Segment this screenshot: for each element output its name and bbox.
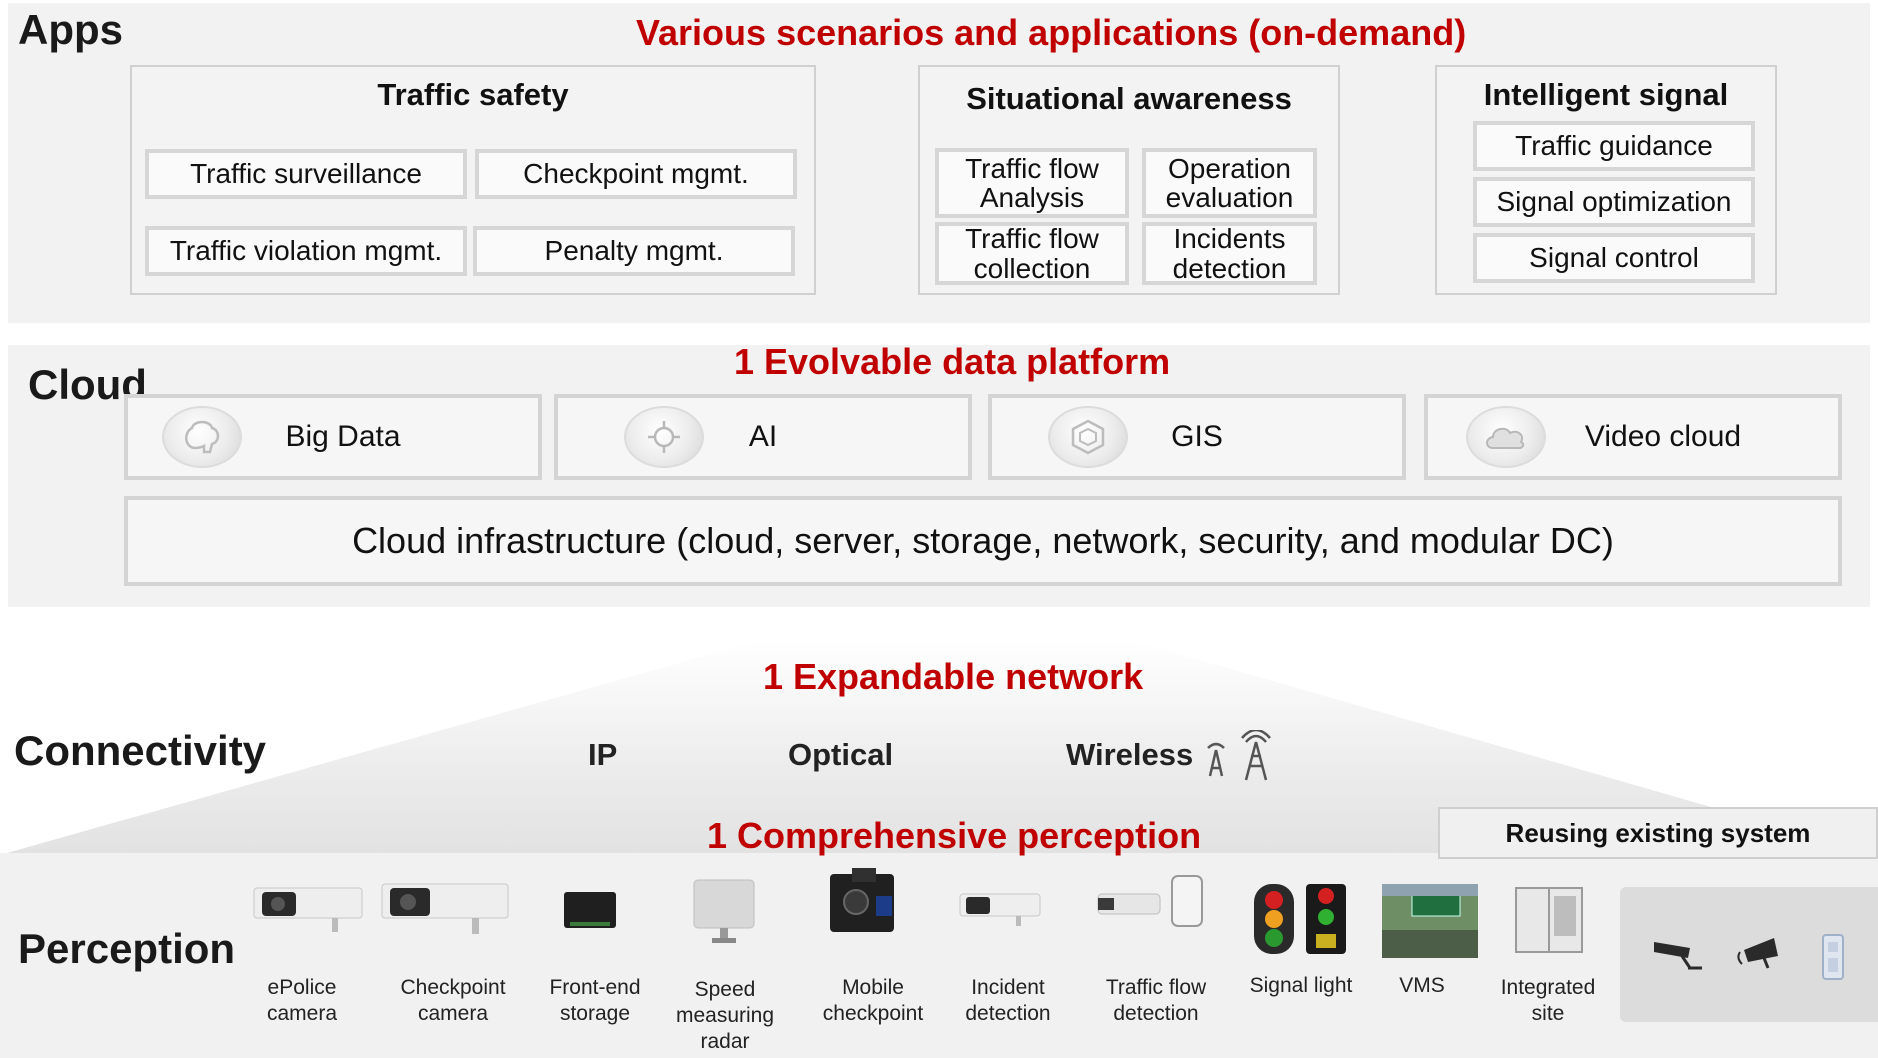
device-radar-line3: radar [700,1030,750,1053]
connectivity-optical-label: Optical [788,737,894,772]
reusing-existing-system-tab: Reusing existing system [1438,807,1878,859]
device-storage-line2: storage [559,1002,631,1025]
signal-control-item: Signal control [1473,233,1755,283]
antenna-tower-icon [1207,730,1271,781]
device-site-line1: Integrated [1500,976,1596,999]
operation-evaluation-line1: Operation [1168,152,1291,184]
checkpoint-mgmt-item: Checkpoint mgmt. [475,149,797,199]
connectivity-ip-label: IP [588,737,618,772]
speed-camera-icon [1737,938,1778,969]
cloud-headline: 1 Evolvable data platform [734,341,1171,382]
connectivity-wireless-label: Wireless [1066,737,1194,772]
reusing-existing-system-label: Reusing existing system [1505,817,1811,848]
connectivity-headline: 1 Expandable network [763,656,1144,697]
incidents-detection-line1: Incidents [1173,223,1286,255]
signal-optimization-item: Signal optimization [1473,177,1755,227]
signal-light-icon [1254,884,1346,954]
device-label-front-end-storage: Front-end storage [525,975,665,1027]
device-label-traffic-flow-detection: Traffic flow detection [1081,975,1231,1027]
device-label-vms: VMS [1362,973,1482,999]
brain-icon [162,406,242,468]
device-incident-line1: Incident [971,976,1045,999]
device-radar-line1: Speed [694,978,756,1001]
integrated-site-icon [1515,887,1583,953]
device-mobile-line1: Mobile [842,976,904,999]
gis-box: GIS [988,394,1406,480]
big-data-label: Big Data [285,420,401,453]
ai-chip-icon [624,406,704,468]
ai-box: AI [554,394,972,480]
device-storage-line1: Front-end [549,976,641,999]
device-vms-line1: VMS [1399,974,1445,997]
situational-awareness-title: Situational awareness [966,81,1292,116]
apps-layer-title: Apps [18,6,123,53]
video-cloud-label: Video cloud [1584,420,1742,453]
traffic-flow-detector-icon [1097,875,1203,927]
gis-label: GIS [1171,420,1223,453]
traffic-guidance-item: Traffic guidance [1473,121,1755,171]
traffic-safety-title: Traffic safety [377,77,569,112]
connectivity-layer-title: Connectivity [14,727,267,774]
device-flow-line2: detection [1113,1002,1199,1025]
ai-label: AI [748,420,778,453]
video-cloud-box: Video cloud [1424,394,1842,480]
big-data-box: Big Data [124,394,542,480]
device-mobile-line2: checkpoint [822,1002,924,1025]
cloud-infrastructure-box: Cloud infrastructure (cloud, server, sto… [124,496,1842,586]
device-label-incident-detection: Incident detection [938,975,1078,1027]
intelligent-signal-title: Intelligent signal [1483,77,1729,112]
device-checkpoint-line2: camera [417,1002,489,1025]
apps-headline: Various scenarios and applications (on-d… [636,12,1467,53]
vms-board-icon [1382,884,1478,958]
operation-evaluation-line2: evaluation [1165,182,1294,213]
device-label-checkpoint-camera: Checkpoint camera [383,975,523,1027]
checkpoint-camera-icon [381,883,509,934]
speed-radar-icon [693,879,755,943]
device-site-line2: site [1531,1002,1565,1025]
device-checkpoint-line1: Checkpoint [400,976,506,999]
traffic-flow-analysis-line1: Traffic flow [965,152,1099,184]
cloud-infrastructure-label: Cloud infrastructure (cloud, server, sto… [352,520,1614,561]
traffic-flow-collection-line1: Traffic flow [965,223,1099,255]
roadside-device-icon [1822,934,1844,980]
traffic-violation-item: Traffic violation mgmt. [145,226,467,276]
device-label-signal-light: Signal light [1231,973,1371,999]
device-label-integrated-site: Integrated site [1478,975,1618,1027]
traffic-surveillance-item: Traffic surveillance [145,149,467,199]
incidents-detection-line2: detection [1172,252,1287,284]
device-label-epolice: ePolice camera [232,975,372,1027]
device-label-mobile-checkpoint: Mobile checkpoint [803,975,943,1027]
mobile-checkpoint-icon [830,868,894,932]
incident-detection-camera-icon [959,893,1041,926]
cctv-camera-icon [1654,942,1702,970]
perception-layer-title: Perception [18,925,236,972]
network-globe-icon [1048,406,1128,468]
front-end-storage-icon [564,892,616,928]
device-flow-line1: Traffic flow [1105,976,1207,999]
device-epolice-line2: camera [266,1002,338,1025]
device-epolice-line1: ePolice [267,976,337,999]
traffic-flow-analysis-line2: Analysis [979,182,1085,213]
penalty-mgmt-item: Penalty mgmt. [473,226,795,276]
device-label-speed-radar: Speed measuring radar [655,977,795,1055]
network-fan-shape [0,640,1878,855]
device-radar-line2: measuring [675,1004,775,1027]
traffic-flow-collection-line2: collection [973,252,1091,284]
perception-headline: 1 Comprehensive perception [707,815,1202,856]
video-cloud-icon [1466,406,1546,468]
device-incident-line2: detection [965,1002,1051,1025]
epolice-camera-icon [253,887,363,932]
device-signal-line1: Signal light [1249,974,1353,997]
